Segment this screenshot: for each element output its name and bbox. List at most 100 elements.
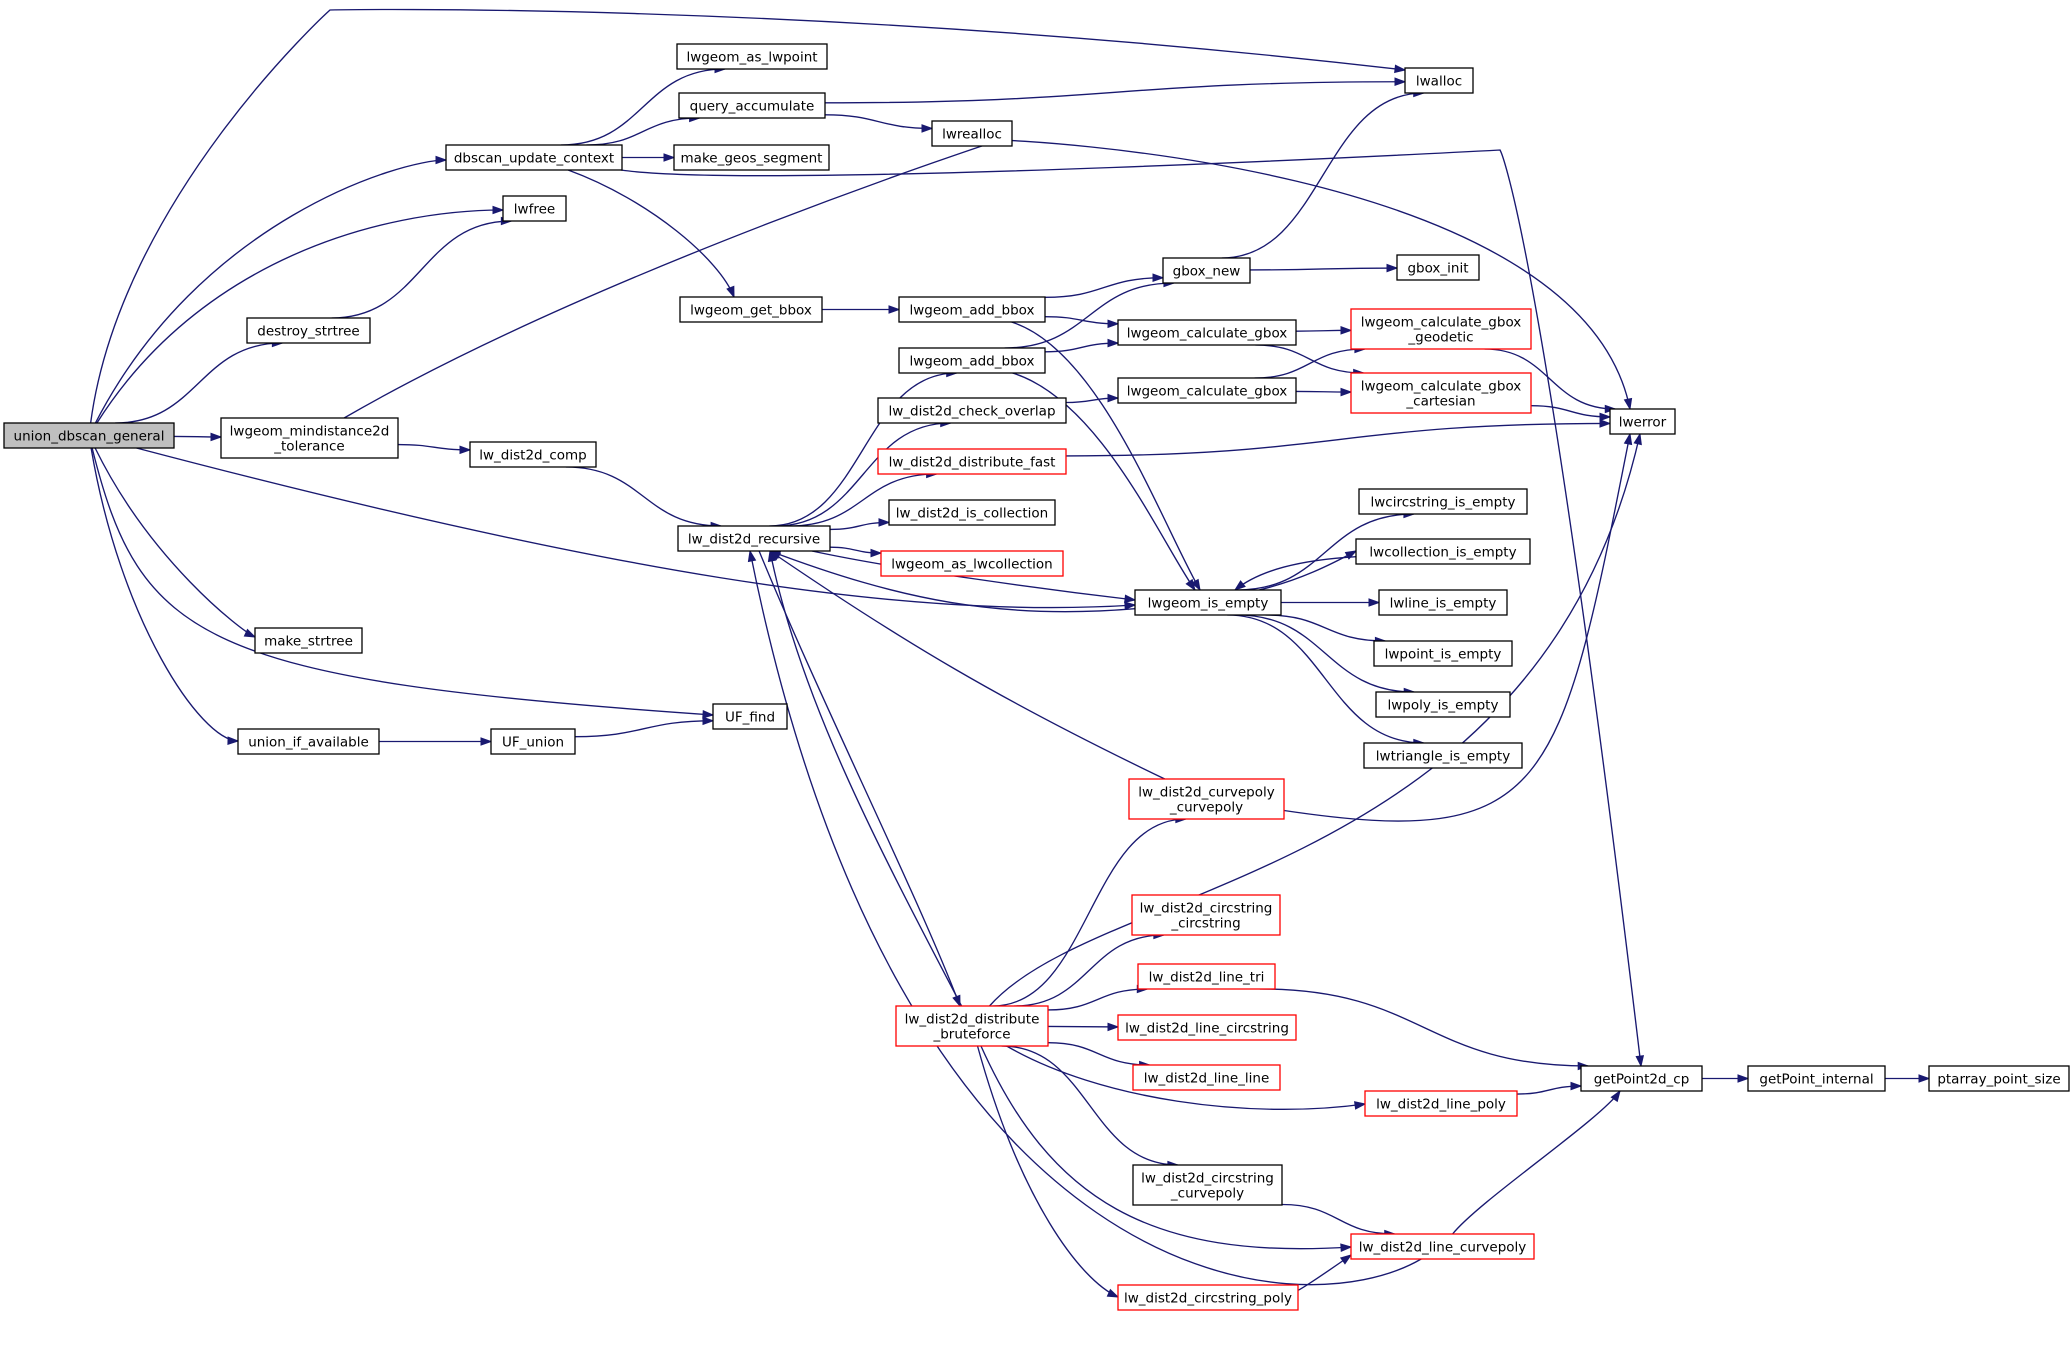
node-label: lw_dist2d_recursive: [688, 532, 820, 548]
node-ptarray-point-size[interactable]: ptarray_point_size: [1928, 1065, 2070, 1092]
arrow-head-icon: [1124, 601, 1137, 610]
node-label: lwgeom_add_bbox: [910, 354, 1035, 370]
node-lwrealloc[interactable]: lwrealloc: [931, 120, 1013, 147]
arrow-head-icon: [878, 518, 891, 527]
node-label: ptarray_point_size: [1937, 1072, 2060, 1088]
node-gbox-new[interactable]: gbox_new: [1162, 257, 1251, 284]
call-edge-union_dbscan_general-to-dbscan_update_context: [94, 155, 448, 424]
node-box: [1117, 1284, 1299, 1311]
edge-line: [620, 149, 1642, 1067]
node-lw-dist2d-distribute-fast[interactable]: lw_dist2d_distribute_fast: [877, 448, 1067, 475]
node-lw-dist2d-circstring-circstring[interactable]: lw_dist2d_circstring_circstring: [1131, 894, 1281, 936]
node-lwgeom-calculate-gbox-a[interactable]: lwgeom_calculate_gbox: [1117, 319, 1297, 346]
node-lwgeom-as-lwcollection[interactable]: lwgeom_as_lwcollection: [880, 550, 1064, 577]
node-lwgeom-calculate-gbox-cartesian[interactable]: lwgeom_calculate_gbox_cartesian: [1350, 372, 1532, 414]
edge-line: [1530, 405, 1611, 418]
node-box: [1375, 691, 1511, 718]
edge-line: [90, 447, 239, 742]
arrow-head-icon: [459, 445, 472, 455]
node-lw-dist2d-distribute-bruteforce[interactable]: lw_dist2d_distribute_bruteforce: [895, 1005, 1049, 1047]
edge-line: [331, 220, 512, 319]
node-lwgeom-is-empty[interactable]: lwgeom_is_empty: [1134, 589, 1282, 616]
node-box: [1132, 1164, 1283, 1206]
node-box: [1747, 1065, 1886, 1092]
node-lw-dist2d-line-tri[interactable]: lw_dist2d_line_tri: [1137, 963, 1276, 990]
node-lw-dist2d-circstring-curvepoly[interactable]: lw_dist2d_circstring_curvepoly: [1132, 1164, 1283, 1206]
node-lwpoint-is-empty[interactable]: lwpoint_is_empty: [1373, 640, 1513, 667]
arrow-head-icon: [1368, 598, 1381, 607]
node-query-accumulate[interactable]: query_accumulate: [678, 92, 826, 119]
node-box: [877, 448, 1067, 475]
node-label: lwpoly_is_empty: [1388, 698, 1499, 714]
edge-line: [1047, 1042, 1150, 1066]
node-getPoint-internal[interactable]: getPoint_internal: [1747, 1065, 1886, 1092]
node-label: lw_dist2d_line_circstring: [1125, 1021, 1289, 1037]
node-UF-find[interactable]: UF_find: [712, 703, 788, 730]
node-lw-dist2d-line-circstring[interactable]: lw_dist2d_line_circstring: [1117, 1014, 1297, 1041]
edge-line: [1044, 315, 1119, 325]
node-dbscan-update-context[interactable]: dbscan_update_context: [445, 144, 623, 171]
call-edge-lw_dist2d_recursive-to-lwgeom_as_lwcollection: [829, 546, 883, 558]
edge-line: [980, 1045, 1352, 1250]
edge-line: [560, 68, 726, 146]
node-lwgeom-calculate-gbox-b[interactable]: lwgeom_calculate_gbox: [1117, 377, 1297, 404]
node-box: [673, 144, 830, 171]
node-lwalloc[interactable]: lwalloc: [1404, 67, 1474, 94]
edge-line: [1012, 372, 1196, 591]
node-lw-dist2d-comp[interactable]: lw_dist2d_comp: [469, 441, 597, 468]
node-label: _cartesian: [1405, 394, 1475, 410]
call-edge-lw_dist2d_line_curvepoly-to-lw_dist2d_recursive: [747, 549, 1422, 1286]
node-make-geos-segment[interactable]: make_geos_segment: [673, 144, 830, 171]
node-lwgeom-add-bbox-a[interactable]: lwgeom_add_bbox: [898, 296, 1046, 323]
node-box: [246, 317, 371, 344]
call-edge-lw_dist2d_distribute_fast-to-lwerror: [1065, 419, 1612, 457]
node-lwgeom-add-bbox-b[interactable]: lwgeom_add_bbox: [898, 347, 1046, 374]
node-lwcircstring-is-empty[interactable]: lwcircstring_is_empty: [1358, 488, 1528, 515]
node-box: [676, 43, 828, 70]
node-lwcollection-is-empty[interactable]: lwcollection_is_empty: [1355, 538, 1531, 565]
node-lwgeom-get-bbox[interactable]: lwgeom_get_bbox: [679, 296, 823, 323]
node-lw-dist2d-line-curvepoly[interactable]: lw_dist2d_line_curvepoly: [1350, 1233, 1535, 1260]
node-lw-dist2d-line-poly[interactable]: lw_dist2d_line_poly: [1364, 1090, 1518, 1117]
edge-line: [397, 443, 471, 451]
node-lwerror[interactable]: lwerror: [1609, 408, 1676, 435]
node-label: UF_find: [725, 710, 775, 726]
node-lwline-is-empty[interactable]: lwline_is_empty: [1378, 589, 1508, 616]
edge-line: [1484, 348, 1616, 410]
node-box: [1404, 67, 1474, 94]
node-gbox-init[interactable]: gbox_init: [1396, 254, 1480, 281]
node-label: lw_dist2d_line_curvepoly: [1359, 1240, 1527, 1256]
node-UF-union[interactable]: UF_union: [490, 728, 576, 755]
node-lwgeom-calculate-gbox-geodetic[interactable]: lwgeom_calculate_gbox_geodetic: [1350, 308, 1532, 350]
arrow-head-icon: [1633, 432, 1642, 446]
node-lw-dist2d-circstring-poly[interactable]: lw_dist2d_circstring_poly: [1117, 1284, 1299, 1311]
call-edge-union_dbscan_general-to-UF_find: [91, 447, 715, 719]
call-edge-lw_dist2d_line_tri-to-getPoint2d_cp: [1259, 988, 1590, 1071]
node-union-dbscan-general[interactable]: union_dbscan_general: [3, 422, 175, 449]
node-box: [877, 397, 1067, 424]
arrow-head-icon: [870, 548, 883, 558]
arrow-head-icon: [1394, 64, 1407, 74]
call-edge-destroy_strtree-to-lwfree: [331, 216, 513, 319]
edge-line: [992, 818, 1186, 1007]
node-lwtriangle-is-empty[interactable]: lwtriangle_is_empty: [1363, 742, 1523, 769]
node-getPoint2d-cp[interactable]: getPoint2d_cp: [1580, 1065, 1703, 1092]
node-box: [445, 144, 623, 171]
node-destroy-strtree[interactable]: destroy_strtree: [246, 317, 371, 344]
node-lwgeom-mindistance2d-tolerance[interactable]: lwgeom_mindistance2d_tolerance: [220, 417, 399, 459]
node-make-strtree[interactable]: make_strtree: [254, 627, 363, 654]
arrow-head-icon: [1635, 1055, 1645, 1068]
node-lw-dist2d-check-overlap[interactable]: lw_dist2d_check_overlap: [877, 397, 1067, 424]
node-union-if-available[interactable]: union_if_available: [237, 728, 380, 755]
node-lwpoly-is-empty[interactable]: lwpoly_is_empty: [1375, 691, 1511, 718]
node-lw-dist2d-curvepoly-curvepoly[interactable]: lw_dist2d_curvepoly_curvepoly: [1128, 778, 1285, 820]
node-lwfree[interactable]: lwfree: [502, 195, 567, 222]
arrow-head-icon: [1107, 1022, 1120, 1032]
node-lw-dist2d-is-collection[interactable]: lw_dist2d_is_collection: [888, 499, 1056, 526]
node-lw-dist2d-line-line[interactable]: lw_dist2d_line_line: [1132, 1064, 1281, 1091]
node-label: lw_dist2d_distribute: [905, 1012, 1040, 1028]
call-edge-lwgeom_calculate_gbox_a-to-lwgeom_calculate_gbox_geodetic: [1295, 326, 1353, 335]
node-lwgeom-as-lwpoint[interactable]: lwgeom_as_lwpoint: [676, 43, 828, 70]
node-lw-dist2d-recursive[interactable]: lw_dist2d_recursive: [677, 525, 831, 552]
